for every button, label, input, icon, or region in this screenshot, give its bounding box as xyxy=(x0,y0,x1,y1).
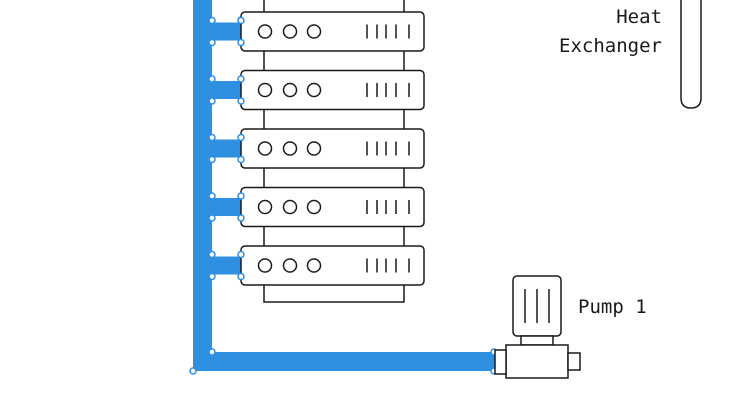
heat-exchanger: Heat Exchanger xyxy=(559,0,702,109)
branch-joints xyxy=(208,250,245,281)
pipe-joint xyxy=(237,16,245,25)
pipe-joint xyxy=(208,133,216,142)
bottom-horizontal-pipe xyxy=(193,352,495,371)
main-vertical-pipe xyxy=(193,0,212,371)
server-chassis xyxy=(240,128,425,169)
server-chassis xyxy=(240,69,425,111)
pipe-joint xyxy=(208,214,216,222)
branch-pipe xyxy=(212,81,242,99)
pipe-joint xyxy=(237,133,245,142)
server-unit xyxy=(208,69,425,111)
pump-label: Pump 1 xyxy=(578,296,647,318)
server-indicator-icon xyxy=(306,199,322,215)
pump-body xyxy=(505,344,569,379)
server-chassis xyxy=(240,245,425,286)
server-indicator-icon xyxy=(257,258,273,273)
pipe-joint xyxy=(208,75,216,83)
server-units xyxy=(208,11,425,286)
joint-bottom-corner xyxy=(208,348,216,356)
server-indicator-icon xyxy=(257,199,273,215)
server-indicator-icon xyxy=(306,24,322,39)
pipe-joint xyxy=(237,250,245,259)
server-indicator-icon xyxy=(282,141,298,156)
pipe-joint xyxy=(237,155,245,164)
pipe-joint xyxy=(208,272,216,281)
pipe-joint xyxy=(208,16,216,25)
server-indicator-icon xyxy=(257,82,273,98)
pipe-joint xyxy=(237,192,245,200)
server-indicator-icon xyxy=(257,24,273,39)
pipe-joint xyxy=(237,272,245,281)
server-unit xyxy=(208,186,425,228)
server-branch-pipes xyxy=(212,16,245,275)
branch-pipe xyxy=(212,22,242,41)
pump-outlet xyxy=(567,352,581,371)
coolant-pipes xyxy=(193,0,495,371)
joint-bottom-left xyxy=(189,367,197,375)
pipe-joint xyxy=(237,75,245,83)
branch-joints xyxy=(208,75,245,105)
pipe-joint xyxy=(208,192,216,200)
branch-joints xyxy=(208,133,245,164)
heat-exchanger-label-line2: Exchanger xyxy=(559,35,662,57)
server-indicator-icon xyxy=(282,82,298,98)
server-indicator-icon xyxy=(306,258,322,273)
pipe-joint xyxy=(237,38,245,47)
server-chassis xyxy=(240,186,425,228)
server-unit xyxy=(208,128,425,169)
pipe-joint xyxy=(208,155,216,164)
server-indicator-icon xyxy=(282,24,298,39)
pipe-joint xyxy=(237,214,245,222)
server-indicator-icon xyxy=(306,141,322,156)
pump-inlet-flange xyxy=(494,349,507,375)
server-indicator-icon xyxy=(306,82,322,98)
branch-pipe xyxy=(212,198,242,216)
pipe-joint xyxy=(208,250,216,259)
pipe-joint xyxy=(237,97,245,105)
server-unit xyxy=(208,245,425,286)
pump-neck xyxy=(520,335,554,346)
pump: Pump 1 xyxy=(494,275,647,379)
branch-pipe xyxy=(212,256,242,275)
branch-joints xyxy=(208,192,245,222)
server-indicator-icon xyxy=(257,141,273,156)
branch-joints xyxy=(208,16,245,47)
heat-exchanger-label-line1: Heat xyxy=(616,6,662,28)
server-unit xyxy=(208,11,425,52)
pipe-joint xyxy=(208,38,216,47)
server-indicator-icon xyxy=(282,199,298,215)
branch-pipe xyxy=(212,139,242,158)
server-chassis xyxy=(240,11,425,52)
server-indicator-icon xyxy=(282,258,298,273)
pipe-joint xyxy=(208,97,216,105)
heat-exchanger-body xyxy=(680,0,702,109)
pipe-stub-top xyxy=(205,0,212,20)
